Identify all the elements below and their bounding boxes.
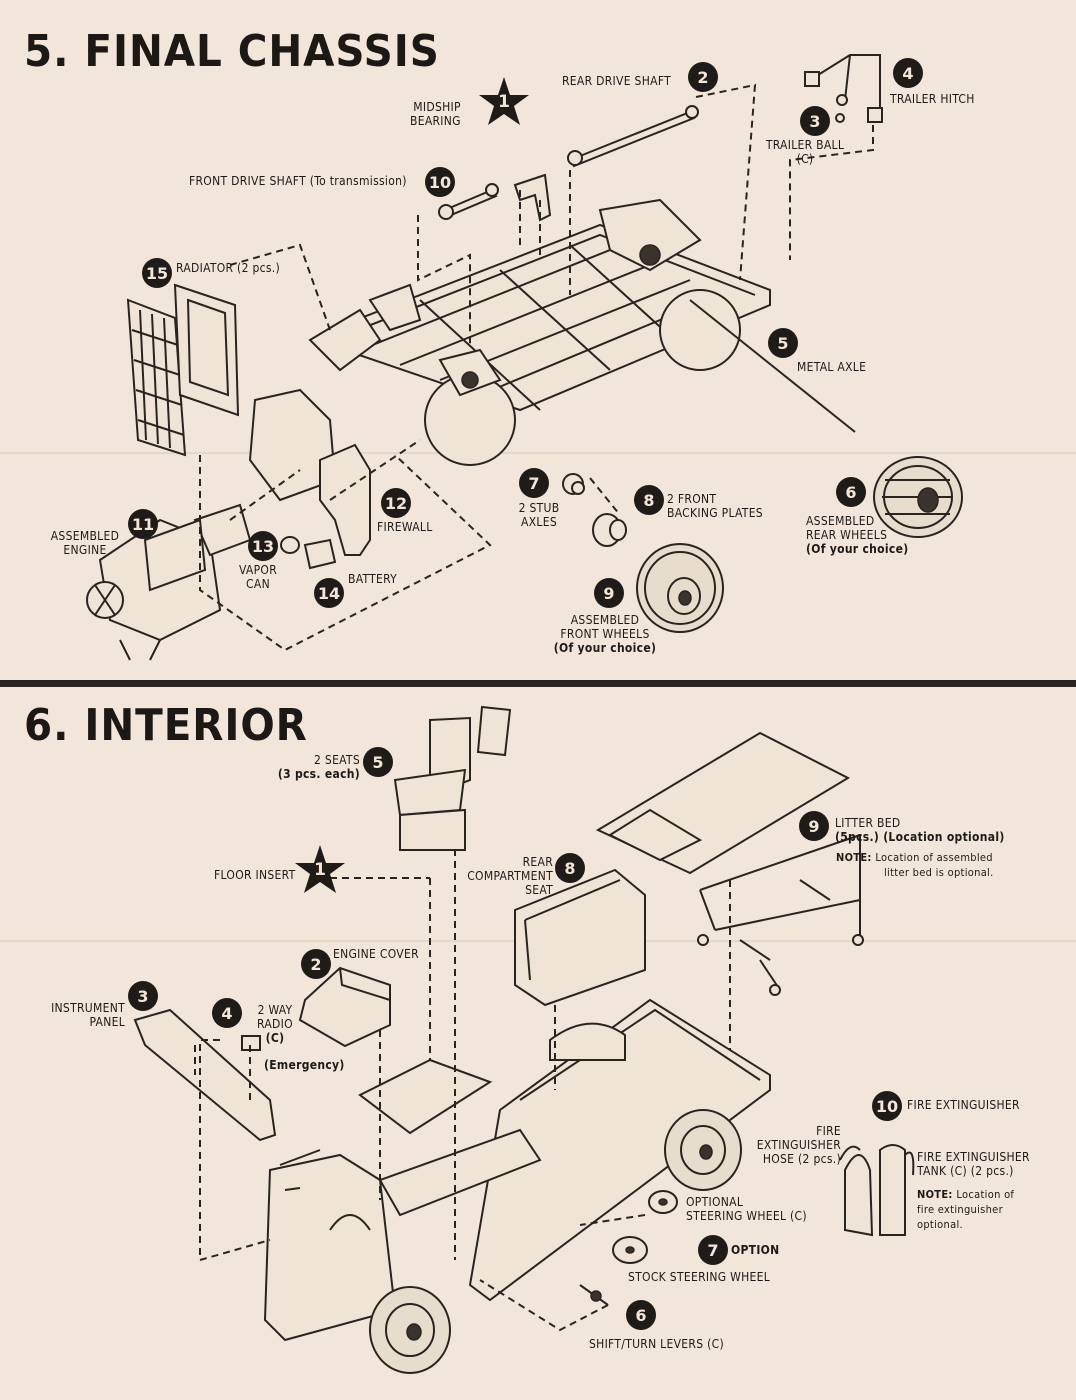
part-label-battery: BATTERY — [348, 572, 398, 586]
part-label-shift-levers: SHIFT/TURN LEVERS (C) — [589, 1337, 724, 1351]
front-wheel-interior — [369, 1286, 451, 1374]
part-badge: 2 — [301, 949, 331, 979]
section-5-title: 5. FINAL CHASSIS — [24, 26, 440, 77]
part-badge: 4 — [212, 998, 242, 1028]
interior-guides — [194, 849, 731, 1332]
part-badge: 3 — [128, 981, 158, 1011]
part-badge: 10 — [425, 167, 455, 197]
part-badge: 9 — [594, 578, 624, 608]
vapor-can — [280, 536, 300, 554]
litter-bed-part — [595, 731, 864, 996]
part-label-option: OPTION — [731, 1243, 780, 1257]
section-6-title: 6. INTERIOR — [24, 700, 308, 751]
part-label-seats: 2 SEATS(3 pcs. each) — [277, 753, 360, 781]
part-label-trailer-hitch: TRAILER HITCH — [890, 92, 975, 106]
part-badge: 6 — [836, 477, 866, 507]
part-badge: 5 — [363, 747, 393, 777]
part-badge: 5 — [768, 328, 798, 358]
section-divider — [0, 680, 1076, 687]
part-label-radio-emergency: (Emergency) — [264, 1058, 345, 1072]
note-litter-bed: NOTE: Location of assembled litter bed i… — [836, 851, 994, 879]
part-badge: 11 — [128, 509, 158, 539]
steering-wheel-stock — [612, 1236, 648, 1264]
fire-extinguisher-part — [839, 1144, 915, 1237]
chassis-frame — [308, 198, 771, 466]
shift-levers — [579, 1284, 609, 1306]
final-chassis-diagram — [86, 54, 963, 661]
engine-cover-part — [298, 966, 391, 1048]
part-label-fire-extinguisher: FIRE EXTINGUISHER — [907, 1098, 1020, 1112]
part-label-litter-bed: LITTER BED(5pcs.) (Location optional) — [835, 816, 1005, 844]
part-badge: 6 — [626, 1300, 656, 1330]
part-badge-star: 1 — [478, 76, 530, 128]
part-label-engine-cover: ENGINE COVER — [333, 947, 419, 961]
part-badge: 8 — [634, 485, 664, 515]
steering-wheel-optional — [648, 1190, 678, 1214]
front-wheel — [636, 543, 724, 633]
part-badge: 4 — [893, 58, 923, 88]
backing-plate — [592, 513, 627, 547]
part-badge-star: 1 — [294, 844, 346, 896]
radiator — [126, 283, 240, 457]
label-stock-steering-wheel: STOCK STEERING WHEEL — [628, 1270, 771, 1284]
midship-bearing — [513, 173, 552, 222]
part-badge: 15 — [142, 258, 172, 288]
part-label-trailer-ball: TRAILER BALL(C) — [765, 138, 845, 166]
trailer-hitch — [804, 54, 883, 123]
rear-wheel-interior — [664, 1109, 742, 1191]
part-badge: 10 — [872, 1091, 902, 1121]
part-label-radiator: RADIATOR (2 pcs.) — [176, 261, 281, 275]
assembly-guides — [199, 83, 874, 652]
part-badge: 3 — [800, 106, 830, 136]
part-badge: 8 — [555, 853, 585, 883]
part-badge: 13 — [248, 531, 278, 561]
part-label-firewall: FIREWALL — [377, 520, 433, 534]
part-badge: 14 — [314, 578, 344, 608]
body-tub — [263, 998, 771, 1342]
part-badge: 7 — [519, 468, 549, 498]
part-label-rear-drive-shaft: REAR DRIVE SHAFT — [562, 74, 672, 88]
part-label-metal-axle: METAL AXLE — [797, 360, 867, 374]
part-badge: 9 — [799, 811, 829, 841]
part-label-floor-insert: FLOOR INSERT — [214, 868, 296, 882]
metal-axle — [689, 299, 856, 433]
floor-insert-part — [358, 1058, 493, 1135]
firewall — [319, 443, 371, 556]
stub-axle — [562, 473, 585, 495]
part-badge: 7 — [698, 1235, 728, 1265]
note-fire-extinguisher: NOTE: Location of fire extinguisher opti… — [917, 1188, 1015, 1231]
drive-shafts — [438, 105, 699, 220]
battery — [303, 538, 337, 570]
part-label-front-drive-shaft: FRONT DRIVE SHAFT (To transmission) — [189, 174, 407, 188]
part-badge: 12 — [381, 488, 411, 518]
seat-part — [393, 705, 512, 851]
part-badge: 2 — [688, 62, 718, 92]
rear-wheel — [873, 456, 963, 538]
